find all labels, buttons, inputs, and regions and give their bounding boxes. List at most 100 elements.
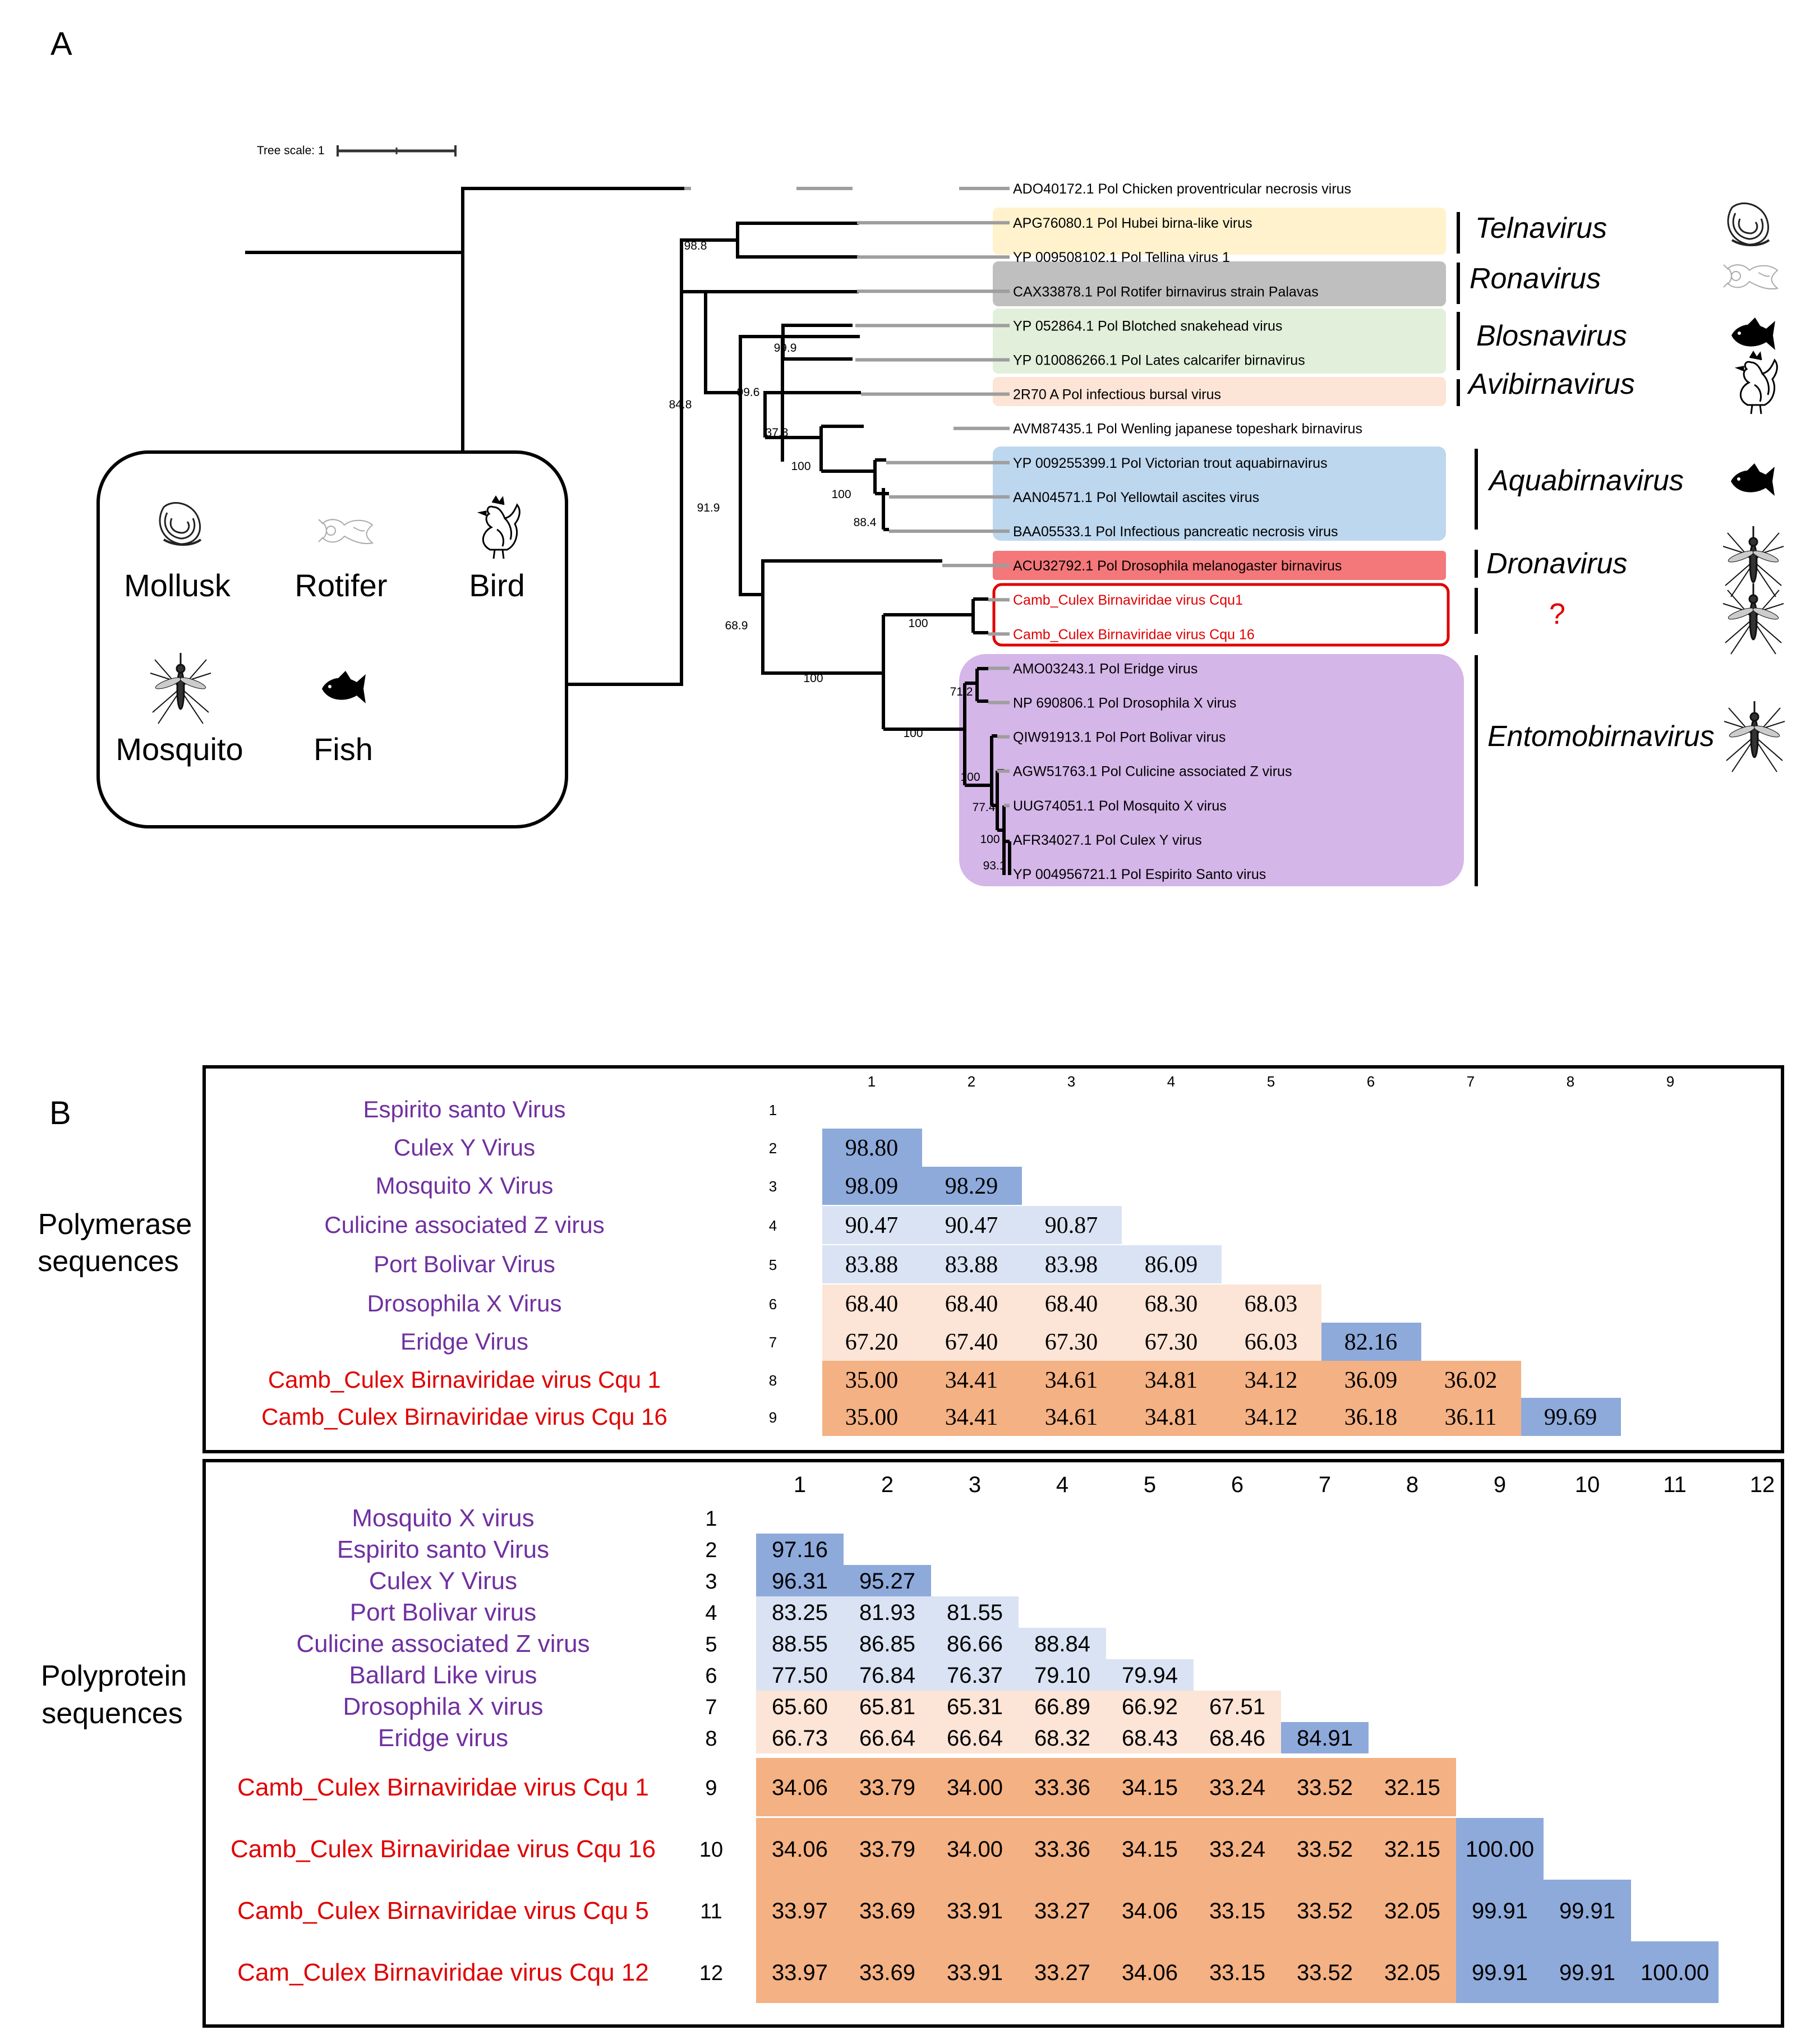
identity-value: 36.11 — [1445, 1405, 1497, 1430]
panel-a-letter: A — [50, 26, 72, 62]
row-name: Cam_Culex Birnaviridae virus Cqu 12 — [237, 1959, 649, 1986]
identity-value: 86.09 — [1145, 1252, 1198, 1278]
identity-value: 33.15 — [1209, 1899, 1265, 1923]
matrix-cell — [1521, 1398, 1621, 1436]
matrix-cell — [922, 1398, 1022, 1436]
matrix-cell — [756, 1758, 844, 1816]
row-name: Culicine associated Z virus — [324, 1212, 605, 1238]
row-index: 3 — [769, 1178, 777, 1195]
identity-value: 34.12 — [1245, 1368, 1298, 1393]
col-header: 6 — [1367, 1073, 1375, 1090]
tree-scale-label: Tree scale: 1 — [257, 144, 325, 157]
matrix-cell — [1019, 1628, 1106, 1659]
tip-label: NP 690806.1 Pol Drosophila X virus — [1013, 696, 1236, 711]
identity-value: 76.37 — [947, 1663, 1003, 1688]
matrix-cell — [1022, 1323, 1122, 1361]
matrix-cell — [931, 1880, 1019, 1941]
identity-value: 90.47 — [945, 1213, 998, 1239]
tip-label: AGW51763.1 Pol Culicine associated Z vir… — [1013, 764, 1292, 780]
identity-value: 67.30 — [1145, 1329, 1198, 1355]
matrix-cell — [1222, 1323, 1321, 1361]
tip-label: AVM87435.1 Pol Wenling japanese topeshar… — [1013, 421, 1362, 437]
row-index: 6 — [769, 1296, 777, 1313]
identity-value: 34.41 — [945, 1405, 998, 1430]
identity-value: 66.03 — [1245, 1329, 1298, 1355]
identity-value: 99.91 — [1472, 1899, 1528, 1923]
matrix-cell — [931, 1941, 1019, 2003]
polymerase-title-line2: sequences — [38, 1245, 179, 1278]
row-name: Drosophila X Virus — [367, 1290, 561, 1316]
tip-label: CAX33878.1 Pol Rotifer birnavirus strain… — [1013, 284, 1319, 300]
identity-value: 100.00 — [1466, 1837, 1534, 1862]
identity-value: 98.80 — [845, 1135, 899, 1161]
matrix-cell — [756, 1880, 844, 1941]
row-name: Camb_Culex Birnaviridae virus Cqu 16 — [261, 1403, 667, 1430]
col-header: 8 — [1406, 1472, 1418, 1497]
row-index: 5 — [705, 1633, 717, 1656]
bootstrap-value: 100 — [908, 617, 928, 630]
matrix-cell — [1456, 1818, 1544, 1880]
mosquito-icon — [1723, 700, 1786, 773]
identity-value: 68.40 — [845, 1291, 899, 1317]
matrix-cell — [1222, 1398, 1321, 1436]
tip-label: AMO03243.1 Pol Eridge virus — [1013, 661, 1197, 676]
dronavirus-clade-bg — [993, 551, 1446, 580]
matrix-cell — [1106, 1691, 1194, 1722]
identity-value: 66.64 — [947, 1726, 1003, 1751]
identity-value: 33.91 — [947, 1960, 1003, 1985]
tip-label: Camb_Culex Birnaviridae virus Cqu1 — [1013, 592, 1243, 608]
identity-value: 34.61 — [1045, 1368, 1098, 1393]
matrix-cell — [756, 1565, 844, 1596]
col-header: 3 — [969, 1472, 981, 1497]
matrix-cell — [822, 1206, 922, 1244]
matrix-cell — [1022, 1398, 1122, 1436]
identity-value: 33.52 — [1297, 1960, 1353, 1985]
matrix-cell — [1369, 1818, 1456, 1880]
aquabirnavirus-clade-bg — [993, 446, 1446, 541]
bootstrap-value: 91.9 — [697, 501, 720, 514]
col-header: 6 — [1231, 1472, 1243, 1497]
col-header: 2 — [968, 1073, 975, 1090]
identity-value: 33.27 — [1034, 1960, 1090, 1985]
matrix-cell — [1122, 1323, 1222, 1361]
phylogenetic-tree — [245, 187, 860, 686]
matrix-cell — [1222, 1285, 1321, 1323]
row-index: 6 — [705, 1664, 717, 1688]
identity-value: 34.41 — [945, 1368, 998, 1393]
matrix-cell — [1106, 1758, 1194, 1816]
matrix-cell — [1019, 1691, 1106, 1722]
row-index: 8 — [705, 1727, 717, 1751]
matrix-cell — [1019, 1758, 1106, 1816]
identity-value: 66.92 — [1122, 1695, 1178, 1719]
matrix-cell — [922, 1245, 1022, 1283]
row-index: 1 — [705, 1507, 717, 1531]
col-header: 9 — [1494, 1472, 1506, 1497]
bootstrap-value: 88.4 — [854, 516, 877, 529]
tip-labels: ADO40172.1 Pol Chicken proventricular ne… — [1013, 181, 1362, 882]
row-index: 4 — [705, 1601, 717, 1625]
row-index: 2 — [705, 1539, 717, 1562]
identity-value: 32.05 — [1384, 1960, 1440, 1985]
matrix-cell — [1194, 1758, 1281, 1816]
avibirnavirus-clade-bg — [993, 377, 1446, 406]
identity-value: 32.15 — [1384, 1837, 1440, 1862]
identity-value: 66.73 — [772, 1726, 828, 1751]
identity-value: 33.52 — [1297, 1775, 1353, 1800]
identity-value: 90.47 — [845, 1213, 899, 1239]
identity-value: 81.55 — [947, 1600, 1003, 1625]
identity-value: 33.36 — [1034, 1775, 1090, 1800]
identity-value: 33.24 — [1209, 1775, 1265, 1800]
identity-value: 97.16 — [772, 1537, 828, 1562]
identity-value: 68.03 — [1245, 1291, 1298, 1317]
identity-value: 99.91 — [1559, 1899, 1615, 1923]
matrix-cell — [931, 1722, 1019, 1753]
matrix-cell — [1631, 1941, 1719, 2003]
identity-value: 33.79 — [859, 1775, 915, 1800]
matrix-cell — [844, 1818, 931, 1880]
col-header: 12 — [1750, 1472, 1775, 1497]
row-name: Mosquito X Virus — [376, 1172, 554, 1199]
matrix-cell — [1122, 1398, 1222, 1436]
identity-value: 79.10 — [1034, 1663, 1090, 1688]
identity-value: 34.81 — [1145, 1405, 1198, 1430]
genus-name: Dronavirus — [1486, 547, 1627, 580]
